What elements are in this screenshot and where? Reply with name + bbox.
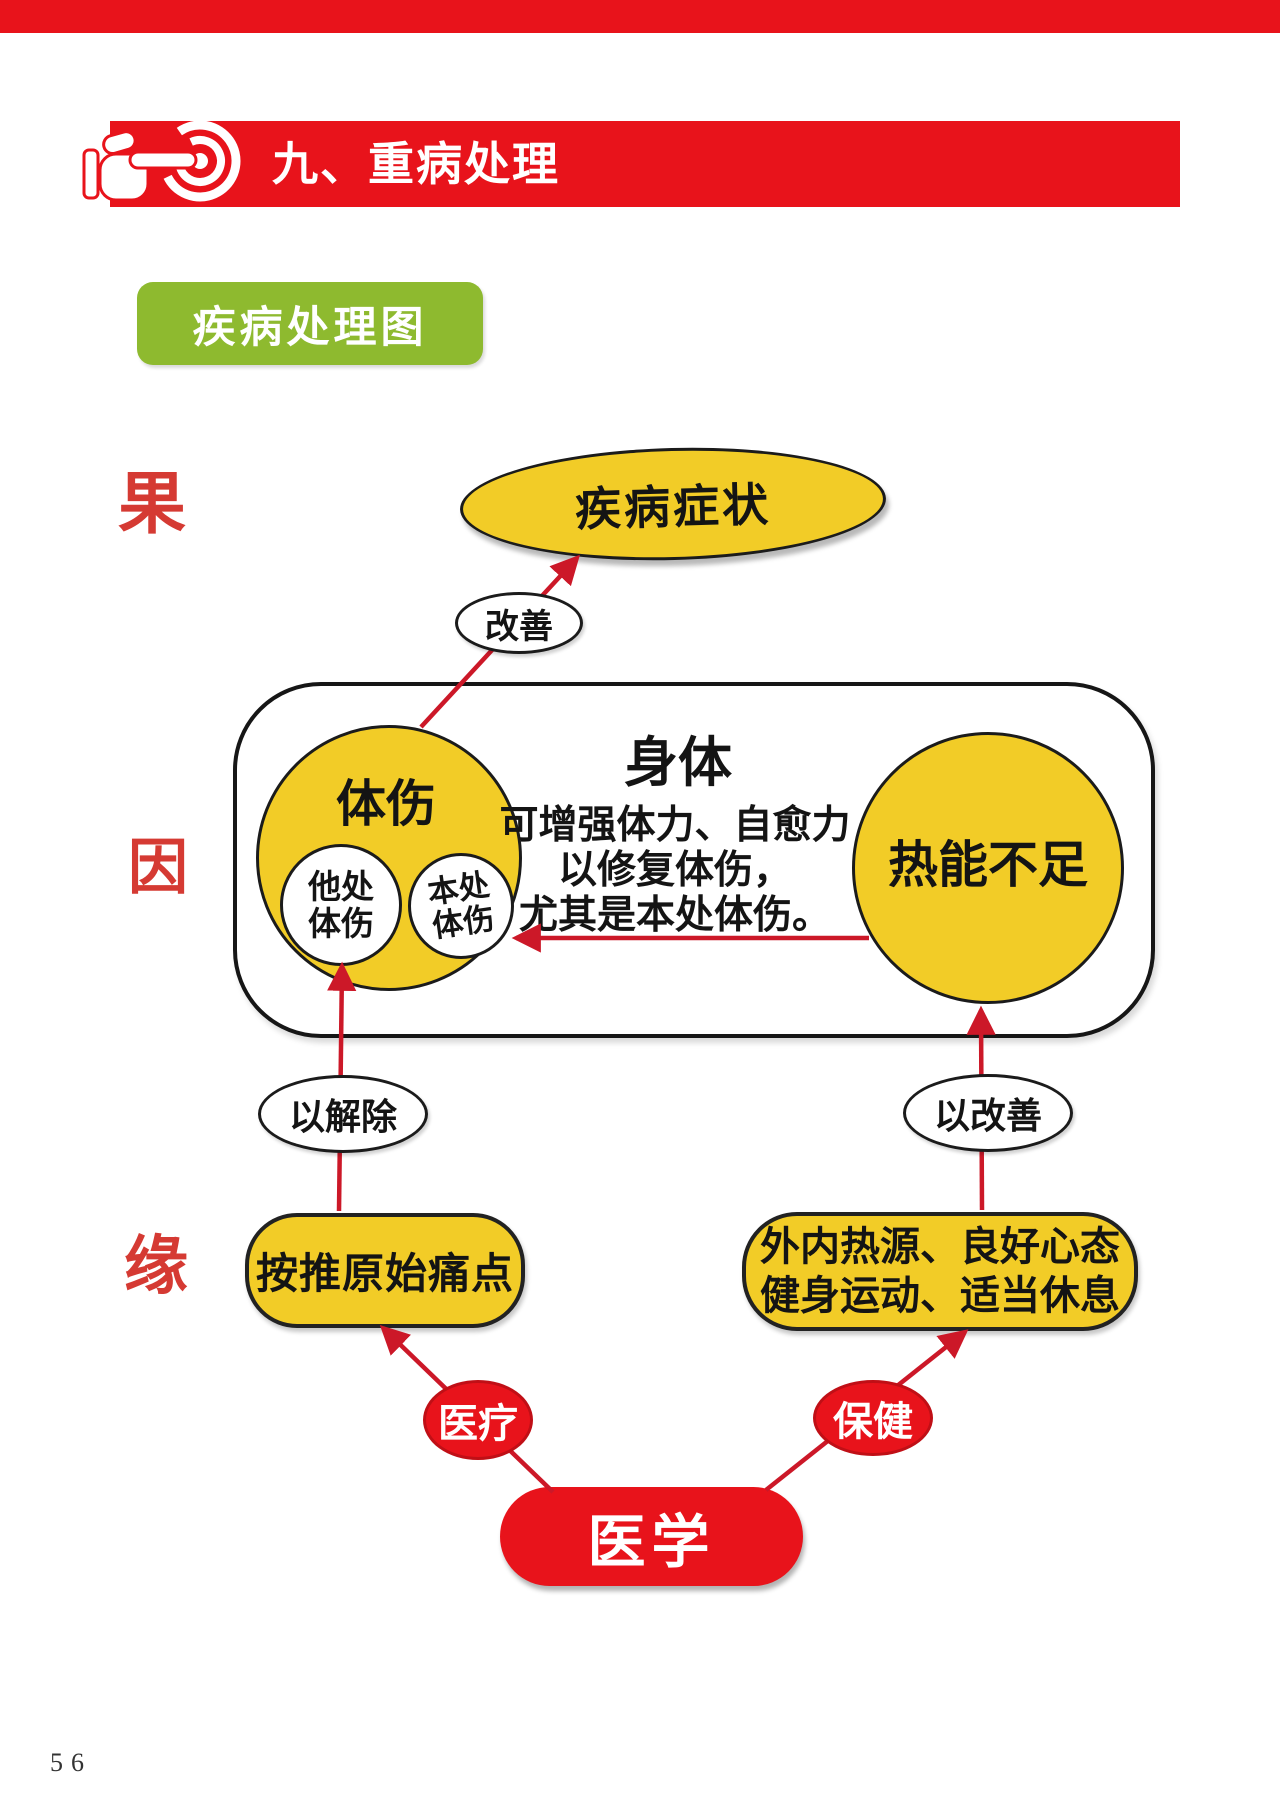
node-medical-treatment: 医疗 [423,1380,533,1460]
node-disease-symptoms: 疾病症状 [458,442,888,566]
medicine-label: 医学 [587,1509,716,1575]
node-medicine: 医学 [500,1487,803,1586]
medical-treatment-label: 医疗 [438,1402,518,1446]
press-pain-points-label: 按推原始痛点 [255,1250,514,1297]
section-title: 九、重病处理 [272,138,560,190]
node-health-measures: 外内热源、良好心态 健身运动、适当休息 [742,1212,1138,1331]
diagram-title: 疾病处理图 [192,303,428,352]
section-header-bar: 九、重病处理 [110,121,1180,207]
body-note-line3: 尤其是本处体伤。 [518,894,831,937]
body-injury-label: 体伤 [336,776,436,832]
node-press-pain-points: 按推原始痛点 [245,1213,525,1328]
pointing-hand-target-icon [82,120,241,202]
health-measures-line1: 外内热源、良好心态 [760,1224,1120,1269]
node-local-injury: 本处 体伤 [408,853,514,959]
body-note-line1: 可增强体力、自愈力 [499,804,851,847]
relieve-text: 以解除 [288,1096,397,1137]
label-relieve: 以解除 [258,1075,428,1153]
body-note-line2: 以修复体伤， [557,849,792,892]
other-injury-line1: 他处 [308,868,374,905]
node-other-injury: 他处 体伤 [280,844,402,966]
body-note: 可增强体力、自愈力 以修复体伤， 尤其是本处体伤。 [480,803,870,938]
label-cause: 因 [128,834,188,901]
label-condition: 缘 [124,1230,188,1302]
improve-2-text: 以改善 [933,1095,1042,1136]
heat-deficiency-label: 热能不足 [888,837,1088,893]
top-red-bar [0,0,1280,33]
label-improve-2: 以改善 [903,1074,1073,1152]
page-number: 56 [50,1748,92,1777]
diagram-title-badge: 疾病处理图 [137,282,483,365]
healthcare-label: 保健 [833,1400,913,1444]
improve-text: 改善 [485,607,553,646]
node-healthcare: 保健 [813,1380,933,1456]
label-effect: 果 [118,466,187,542]
disease-symptoms-label: 疾病症状 [574,478,772,536]
body-title: 身体 [624,733,732,793]
label-improve: 改善 [455,592,583,654]
node-heat-deficiency: 热能不足 [852,732,1124,1004]
other-injury-line2: 体伤 [308,905,374,942]
health-measures-line2: 健身运动、适当休息 [760,1273,1120,1318]
